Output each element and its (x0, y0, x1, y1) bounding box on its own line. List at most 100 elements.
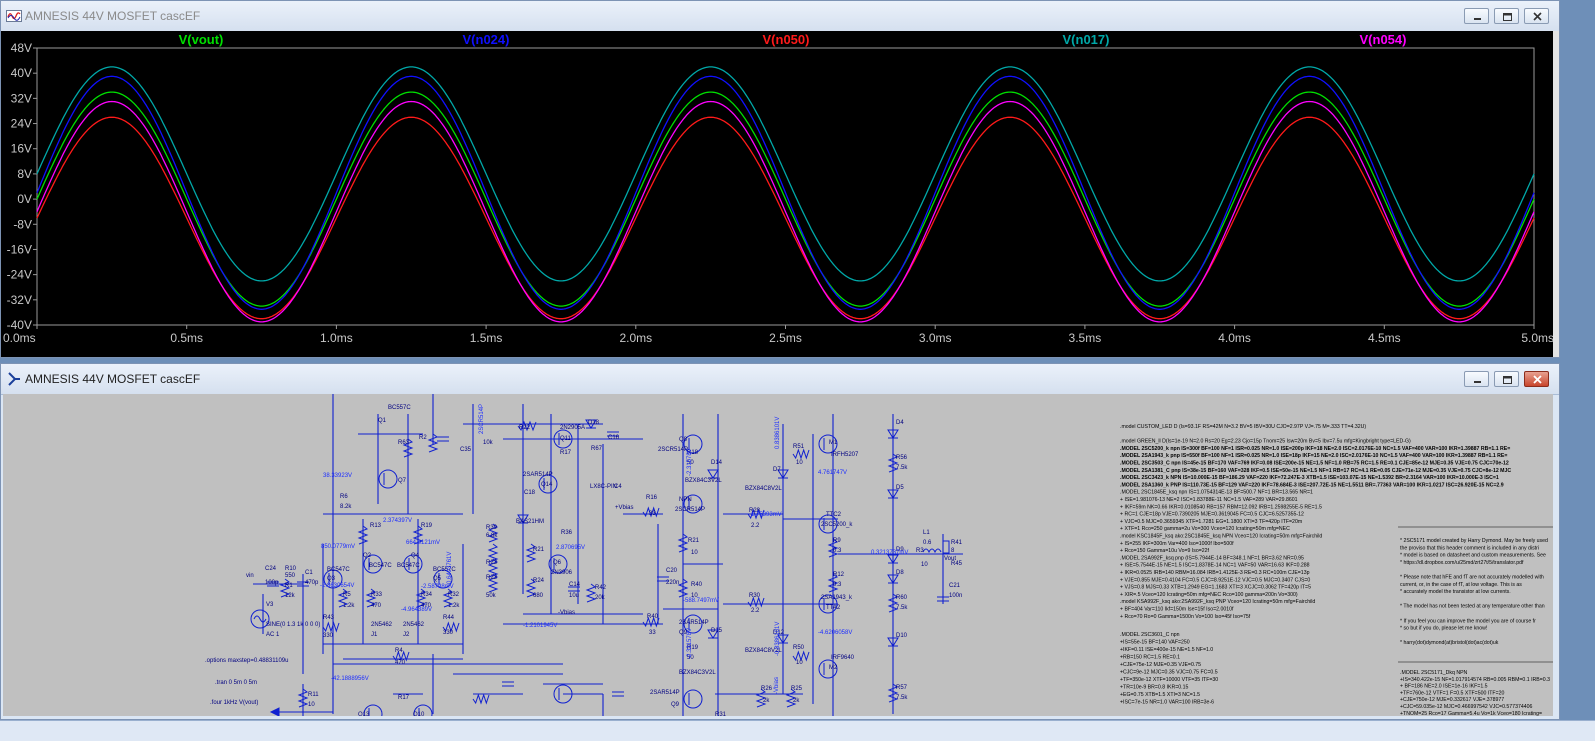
component-label: R56 (896, 455, 908, 461)
component-label: .tran 0 5m 0 5m (215, 680, 257, 686)
component-label: R67 (591, 446, 603, 452)
component-label: 2SAR514P (650, 690, 680, 696)
model-line: + ISE=5.7544E-15 NE=1.5 ISC=1.8378E-14 N… (1120, 563, 1310, 569)
legend-entry[interactable]: V(n050) (763, 32, 810, 47)
minimize-button[interactable] (1464, 8, 1489, 24)
x-tick-label: 5.0ms (1521, 331, 1554, 345)
comment-line: * model is based on datasheet and custom… (1400, 553, 1546, 559)
component-label: J1 (371, 632, 378, 638)
legend-entry[interactable]: V(n024) (463, 32, 510, 47)
component-label: 50 (687, 655, 694, 661)
component-label: C16 (608, 435, 620, 441)
component-label: BZX84C3V2L (679, 670, 716, 676)
schematic-window-titlebar[interactable]: AMNESIS 44V MOSFET cascEF (1, 364, 1559, 395)
trace-vn017[interactable] (36, 66, 1535, 282)
model-line: .model KSA992F_ksq ako:2SA992F_ksq PNP V… (1120, 599, 1315, 605)
comment-line: * 2SC5171 model created by Harry Dymond.… (1400, 538, 1548, 544)
component-label: 10 (796, 460, 803, 466)
component-label: -Vbias (558, 610, 575, 616)
restore-button[interactable] (1494, 371, 1519, 387)
legend-entry[interactable]: V(n054) (1360, 32, 1407, 47)
y-tick-label: 8V (17, 167, 32, 181)
component-label: Q9 (671, 702, 680, 708)
plot-frame (36, 47, 1535, 326)
component-label: 330 (323, 633, 334, 639)
y-tick-label: 32V (11, 91, 32, 105)
component-label: 470 (421, 603, 432, 609)
component-label: R24 (533, 578, 545, 584)
component-label: C21 (949, 583, 961, 589)
component-label: R11 (308, 692, 319, 698)
component-label: 100p (265, 580, 279, 586)
component-label: 330 (443, 630, 454, 636)
close-button[interactable] (1524, 371, 1549, 387)
component-label: .options maxstep=0.48831109u (205, 658, 288, 664)
ltspice-schematic-icon (6, 371, 22, 387)
component-label: 8 (951, 548, 955, 554)
vertical-scrollbar[interactable] (1553, 31, 1559, 357)
component-label: Q3 (327, 576, 336, 582)
component-label: BC557C (433, 567, 456, 573)
component-label: Q4 (411, 553, 420, 559)
legend-entry[interactable]: V(vout) (179, 32, 224, 47)
trace-vn050[interactable] (36, 116, 1535, 320)
model-line: +IKF=0.11 ISE=400e-15 NE=1.5 NF=1.0 (1120, 647, 1213, 653)
component-label: BC547C (369, 563, 392, 569)
component-label: R23 (486, 560, 498, 566)
component-label: R4 (395, 648, 403, 654)
component-label: BZX84C8V2L (745, 486, 782, 492)
component-label: 2SCR514P (675, 507, 705, 513)
trace-vn054[interactable] (36, 100, 1535, 323)
component-label: Q9 (679, 630, 688, 636)
waveform-chart[interactable]: 48V40V32V24V16V8V0V-8V-16V-24V-32V-40V0.… (1, 31, 1559, 357)
model-line: .MODEL 2SA1381_C pnp IS=38e-15 BF=160 VA… (1120, 468, 1511, 474)
component-label: 2.2 (751, 608, 760, 614)
component-label: R1 (285, 583, 293, 589)
component-label: Q6 (553, 560, 562, 566)
component-label: R25 (791, 686, 803, 692)
trace-vn024[interactable] (36, 75, 1535, 310)
trace-vvout[interactable] (36, 91, 1535, 307)
component-label: Q10 (413, 712, 425, 716)
component-label: -588.7497mV (683, 598, 719, 604)
component-label: V3 (266, 602, 274, 608)
component-label: BAS21HM (516, 519, 544, 525)
component-label: Q1 (378, 418, 387, 424)
minimize-button[interactable] (1464, 371, 1489, 387)
component-label: 1.2k (448, 603, 460, 609)
component-label: BC547C (397, 563, 420, 569)
component-label: 0.3213737mV (871, 550, 908, 556)
component-label: 2.374397V (383, 518, 412, 524)
component-label: R19 (421, 523, 433, 529)
model-line: + VJS=0.8 MJS=0.33 XTB=1.2949 EG=1.1683 … (1120, 585, 1311, 591)
legend-entry[interactable]: V(n017) (1063, 32, 1110, 47)
component-label: 4.761747V (818, 470, 847, 476)
y-tick-label: -32V (7, 293, 32, 307)
component-label: 1.75393mV (751, 512, 782, 518)
component-label: BC547C (327, 567, 350, 573)
component-label: 50 (687, 460, 694, 466)
close-button[interactable] (1524, 8, 1549, 24)
component-label: C24 (265, 566, 277, 572)
model-line: + VJE=0.855 MJE=0.4104 FC=0.5 CJC=8.9251… (1120, 577, 1310, 583)
component-label: C14 (569, 582, 581, 588)
component-label: R31 (715, 712, 727, 716)
model-line: .MODEL 2SC5171_Dkq NPN (1400, 670, 1468, 676)
model-line: +TF=760e-12 VTF=1 F=0.5 XTF=500 ITF=20 (1400, 690, 1504, 696)
component-label: C35 (460, 447, 472, 453)
comment-line: * Please note that hFE and fT are not ac… (1400, 575, 1544, 581)
component-label: 7.5k (896, 605, 908, 611)
restore-button[interactable] (1494, 8, 1519, 24)
component-label: AC 1 (266, 632, 280, 638)
component-label: D12 (773, 630, 785, 636)
component-label: -2.8630654V (320, 583, 354, 589)
component-label: SINE(0 1.3 1k 0 0 0) (266, 622, 320, 628)
node-voltage-label: -2.331578V (687, 628, 693, 659)
component-label: 2SC5200_k (821, 522, 853, 528)
waveform-window-titlebar[interactable]: AMNESIS 44V MOSFET cascEF (1, 1, 1559, 32)
node-voltage-label: 2SCR514P (479, 404, 485, 434)
